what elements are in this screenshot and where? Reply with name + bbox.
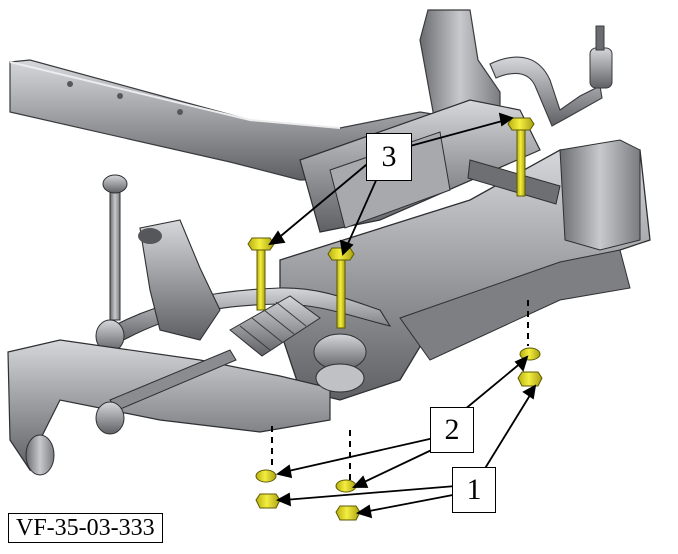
- callout-label-1: 1: [452, 467, 496, 513]
- lower-control-arm: [7, 339, 331, 476]
- flange-nut-front-right: [335, 505, 361, 521]
- tie-rod-left: [95, 349, 237, 435]
- leader-lines: [268, 112, 537, 519]
- bolt-left: [247, 237, 275, 311]
- tie-rod-end-right: [589, 25, 613, 89]
- bolt-rear: [507, 117, 535, 197]
- figure-reference-code: VF-35-03-333: [8, 513, 163, 543]
- callout-label-2: 2: [430, 407, 474, 453]
- washer-nut-front-left: [255, 469, 277, 483]
- subframe-mount: [313, 333, 367, 393]
- upper-stabilizer-bar: [489, 56, 603, 127]
- flange-nut-rear: [517, 371, 543, 387]
- callout-number: 1: [466, 473, 482, 506]
- stabilizer-link: [102, 174, 128, 321]
- callout-label-3: 3: [366, 133, 412, 181]
- steering-knuckle: [138, 219, 221, 341]
- steering-bellows: [229, 295, 321, 357]
- washer-nut-front-right: [335, 479, 357, 493]
- callout-number: 2: [444, 413, 460, 446]
- callout-number: 3: [381, 140, 397, 173]
- flange-nut-front-left: [255, 493, 281, 509]
- installation-axes: [271, 300, 529, 480]
